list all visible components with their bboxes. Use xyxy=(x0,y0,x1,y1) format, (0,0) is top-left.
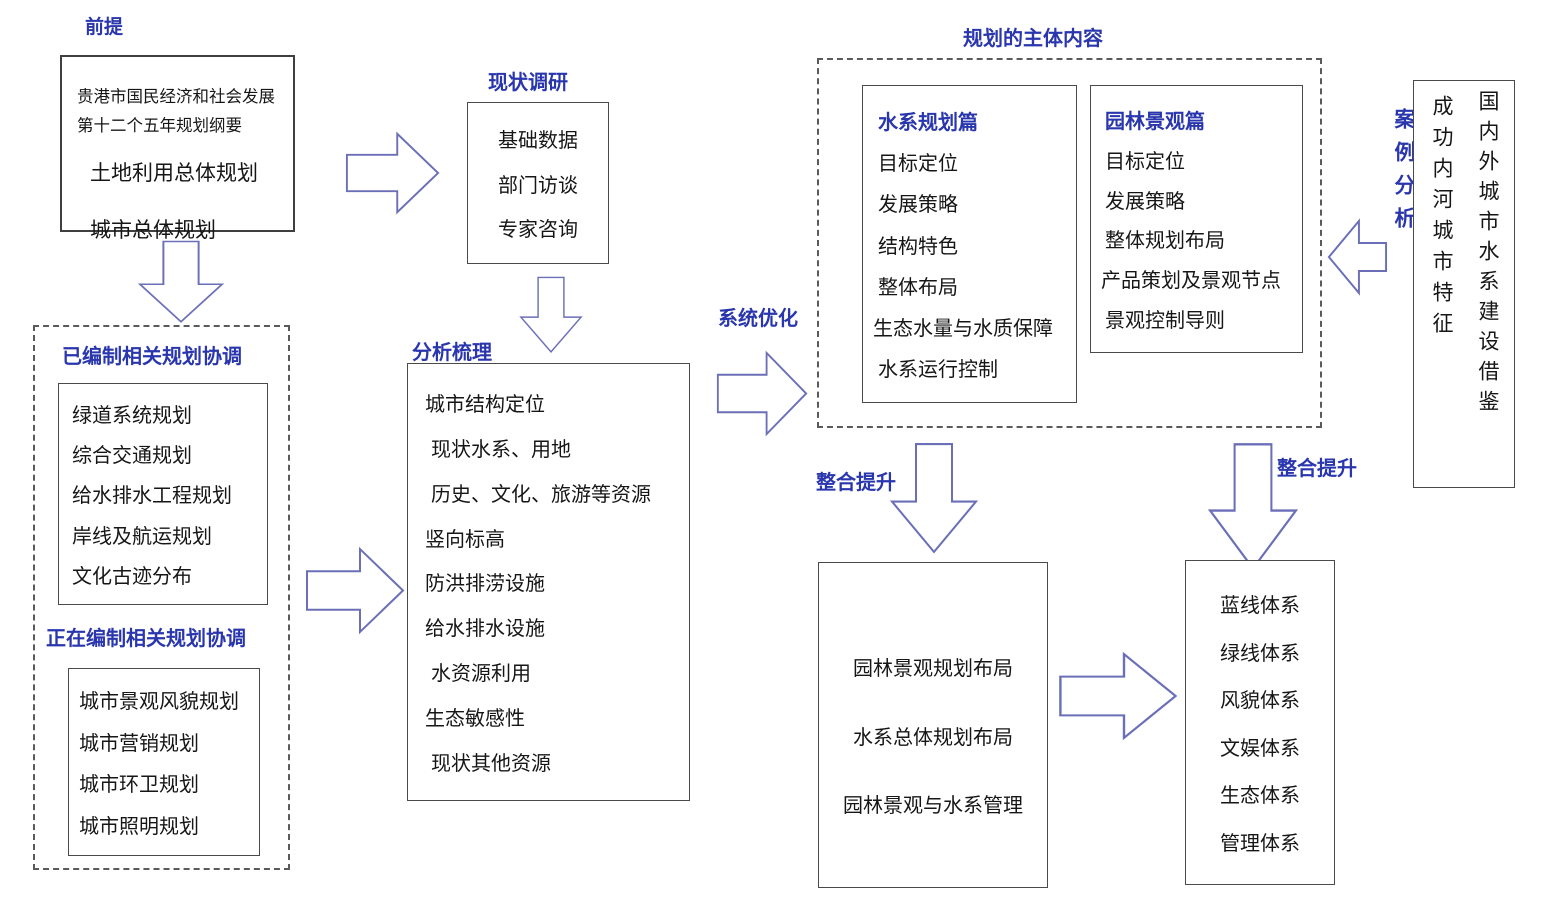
system-item: 风貌体系 xyxy=(1220,690,1300,713)
compiled-item: 岸线及航运规划 xyxy=(72,525,212,548)
integrate-label-1: 整合提升 xyxy=(816,472,896,494)
water-plan-item: 发展策略 xyxy=(878,194,958,217)
landscape-item: 目标定位 xyxy=(1105,150,1185,173)
premise-item: 城市总体规划 xyxy=(90,219,216,242)
analysis-item: 防洪排涝设施 xyxy=(425,573,545,596)
in-progress-item: 城市景观风貌规划 xyxy=(79,691,239,714)
layout-item: 园林景观与水系管理 xyxy=(843,794,1023,817)
compiled-item: 给水排水工程规划 xyxy=(72,485,232,508)
arrow-down-icon xyxy=(888,442,980,555)
in-progress-item: 城市照明规划 xyxy=(79,815,199,838)
compiled-label: 已编制相关规划协调 xyxy=(62,346,242,368)
arrow-right-icon xyxy=(305,543,405,638)
analysis-item: 水资源利用 xyxy=(431,663,531,686)
landscape-item: 产品策划及景观节点 xyxy=(1101,270,1281,293)
main-content-dashed-box xyxy=(817,58,1322,428)
landscape-item: 发展策略 xyxy=(1105,190,1185,213)
analysis-item: 历史、文化、旅游等资源 xyxy=(431,483,651,506)
compiled-box: 绿道系统规划 综合交通规划 给水排水工程规划 岸线及航运规划 文化古迹分布 xyxy=(58,383,268,605)
arrow-down-icon xyxy=(136,240,226,324)
in-progress-item: 城市营销规划 xyxy=(79,732,199,755)
landscape-title: 园林景观篇 xyxy=(1105,110,1205,133)
water-plan-item: 整体布局 xyxy=(878,276,958,299)
water-plan-item: 水系运行控制 xyxy=(878,358,998,381)
system-item: 蓝线体系 xyxy=(1220,595,1300,618)
water-plan-item: 生态水量与水质保障 xyxy=(873,317,1053,340)
arrow-right-icon xyxy=(1058,648,1178,744)
arrow-left-icon xyxy=(1326,213,1388,301)
analysis-item: 现状其他资源 xyxy=(431,753,551,776)
analysis-box: 城市结构定位 现状水系、用地 历史、文化、旅游等资源 竖向标高 防洪排涝设施 给… xyxy=(407,363,690,801)
survey-item: 基础数据 xyxy=(498,130,578,153)
system-item: 管理体系 xyxy=(1220,832,1300,855)
system-item: 文娱体系 xyxy=(1220,737,1300,760)
premise-line2: 第十二个五年规划纲要 xyxy=(77,117,242,135)
analysis-item: 生态敏感性 xyxy=(425,708,525,731)
analysis-label: 分析梳理 xyxy=(412,342,492,364)
compiled-item: 文化古迹分布 xyxy=(72,565,192,588)
integrate-label-2: 整合提升 xyxy=(1277,458,1357,480)
arrow-right-icon xyxy=(345,128,440,218)
layout-item: 园林景观规划布局 xyxy=(853,658,1013,681)
landscape-item: 景观控制导则 xyxy=(1105,310,1225,333)
analysis-item: 城市结构定位 xyxy=(425,393,545,416)
compiled-item: 绿道系统规划 xyxy=(72,405,192,428)
survey-label: 现状调研 xyxy=(488,72,568,94)
compiled-item: 综合交通规划 xyxy=(72,445,192,468)
main-content-label: 规划的主体内容 xyxy=(963,28,1103,50)
landscape-item: 整体规划布局 xyxy=(1105,230,1225,253)
premise-box: 贵港市国民经济和社会发展 第十二个五年规划纲要 土地利用总体规划 城市总体规划 xyxy=(60,55,295,242)
case-study-label: 案例分析 xyxy=(1392,108,1415,240)
landscape-box: 园林景观篇 目标定位 发展策略 整体规划布局 产品策划及景观节点 景观控制导则 xyxy=(1090,85,1303,353)
system-optimization-label: 系统优化 xyxy=(718,308,798,330)
case-study-col-right: 国内外城市水系建设借鉴 xyxy=(1476,90,1499,420)
in-progress-label: 正在编制相关规划协调 xyxy=(46,628,246,650)
arrow-down-icon xyxy=(518,276,584,354)
case-study-box xyxy=(1413,80,1515,488)
arrow-down-icon xyxy=(1206,442,1300,572)
water-plan-item: 结构特色 xyxy=(878,235,958,258)
layout-box: 园林景观规划布局 水系总体规划布局 园林景观与水系管理 xyxy=(818,562,1048,888)
case-study-col-left: 成功内河城市特征 xyxy=(1430,95,1453,343)
analysis-item: 现状水系、用地 xyxy=(431,438,571,461)
premise-label: 前提 xyxy=(85,17,124,38)
analysis-item: 竖向标高 xyxy=(425,528,505,551)
survey-item: 专家咨询 xyxy=(498,218,578,241)
survey-box: 基础数据 部门访谈 专家咨询 xyxy=(467,102,609,264)
system-box: 蓝线体系 绿线体系 风貌体系 文娱体系 生态体系 管理体系 xyxy=(1185,560,1335,885)
arrow-right-icon xyxy=(716,347,808,440)
coordination-dashed-box xyxy=(33,325,290,870)
in-progress-box: 城市景观风貌规划 城市营销规划 城市环卫规划 城市照明规划 xyxy=(68,668,260,856)
water-plan-box: 水系规划篇 目标定位 发展策略 结构特色 整体布局 生态水量与水质保障 水系运行… xyxy=(862,85,1077,403)
in-progress-item: 城市环卫规划 xyxy=(79,774,199,797)
water-plan-title: 水系规划篇 xyxy=(878,112,978,135)
system-item: 生态体系 xyxy=(1220,785,1300,808)
survey-item: 部门访谈 xyxy=(498,174,578,197)
water-plan-item: 目标定位 xyxy=(878,153,958,176)
system-item: 绿线体系 xyxy=(1220,642,1300,665)
layout-item: 水系总体规划布局 xyxy=(853,726,1013,749)
premise-item: 土地利用总体规划 xyxy=(90,162,258,185)
premise-line1: 贵港市国民经济和社会发展 xyxy=(77,88,275,106)
analysis-item: 给水排水设施 xyxy=(425,618,545,641)
